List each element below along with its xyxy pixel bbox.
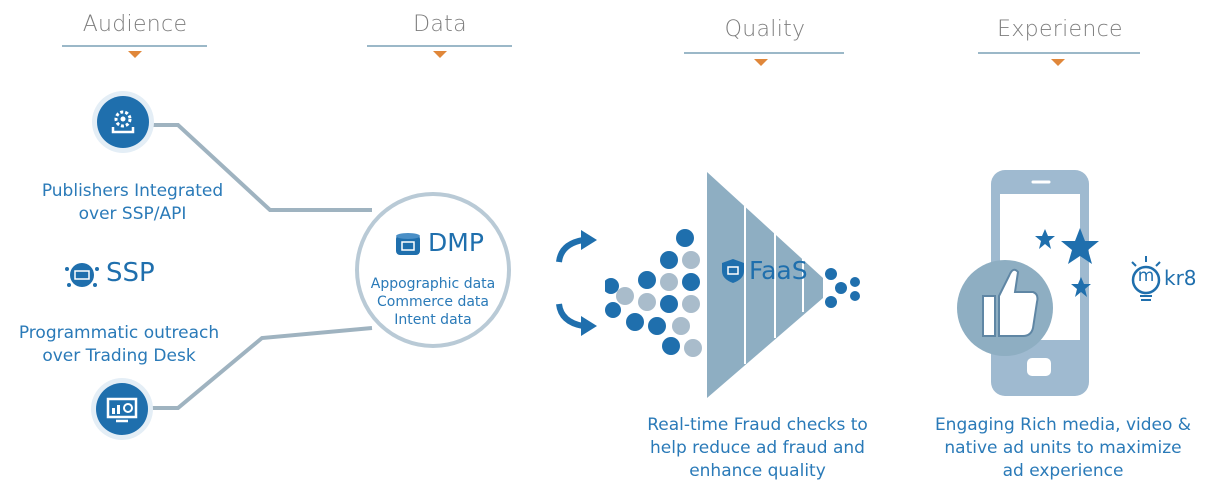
publishers-line2: over SSP/API — [78, 204, 187, 224]
dmp-line2: Commerce data — [377, 294, 489, 310]
header-audience: Audience — [82, 12, 188, 37]
header-audience-arrow — [128, 51, 142, 58]
dmp-circle — [355, 192, 511, 348]
lightbulb-icon — [1131, 256, 1161, 301]
database-icon — [396, 233, 420, 255]
quality-caption-line2: help reduce ad fraud and — [650, 438, 865, 458]
experience-caption-line2: native ad units to maximize — [944, 438, 1182, 458]
dmp-title: DMP — [428, 228, 484, 257]
dmp-data-list: Appographic data Commerce data Intent da… — [358, 275, 508, 329]
dmp-line1: Appographic data — [370, 276, 496, 292]
experience-caption-line3: ad experience — [1002, 461, 1124, 481]
thumbs-up-icon — [982, 268, 1039, 337]
header-data: Data — [413, 12, 467, 37]
publishers-label: Publishers Integrated over SSP/API — [0, 180, 265, 226]
star-icon-bottom — [1071, 277, 1091, 297]
star-icon-large — [1061, 228, 1099, 264]
header-data-underline — [367, 45, 512, 47]
header-experience-underline — [978, 52, 1140, 54]
header-quality-underline — [684, 52, 844, 54]
experience-caption-line1: Engaging Rich media, video & — [934, 415, 1192, 435]
mkr8-letter: m — [1137, 266, 1155, 286]
header-quality: Quality — [724, 17, 806, 42]
faas-funnel — [605, 172, 860, 398]
curved-arrow-icon-down — [556, 303, 597, 336]
header-experience: Experience — [997, 17, 1123, 42]
monitor-chart-icon — [91, 378, 153, 440]
header-experience-arrow — [1051, 59, 1065, 66]
experience-caption: Engaging Rich media, video & native ad u… — [918, 414, 1208, 483]
programmatic-line1: Programmatic outreach — [18, 323, 220, 343]
quality-caption-line1: Real-time Fraud checks to — [647, 415, 868, 435]
dmp-line3: Intent data — [394, 312, 472, 328]
quality-caption-line3: enhance quality — [689, 461, 826, 481]
quality-caption: Real-time Fraud checks to help reduce ad… — [605, 414, 910, 483]
faas-label: FaaS — [749, 256, 808, 285]
mkr8-label: kr8 — [1164, 266, 1197, 290]
programmatic-line2: over Trading Desk — [42, 346, 196, 366]
shield-icon — [722, 259, 744, 283]
header-quality-arrow — [754, 59, 768, 66]
gear-upload-icon — [92, 91, 154, 153]
header-audience-underline — [62, 45, 207, 47]
dots-left — [605, 229, 702, 357]
programmatic-label: Programmatic outreach over Trading Desk — [0, 322, 238, 368]
star-icon-small — [1035, 229, 1055, 249]
header-data-arrow — [433, 51, 447, 58]
curved-arrow-icon-up — [556, 230, 597, 263]
publishers-line1: Publishers Integrated — [41, 181, 224, 201]
ssp-logo-icon — [65, 263, 99, 287]
phone-illustration — [957, 170, 1089, 396]
ssp-label: SSP — [106, 258, 155, 288]
